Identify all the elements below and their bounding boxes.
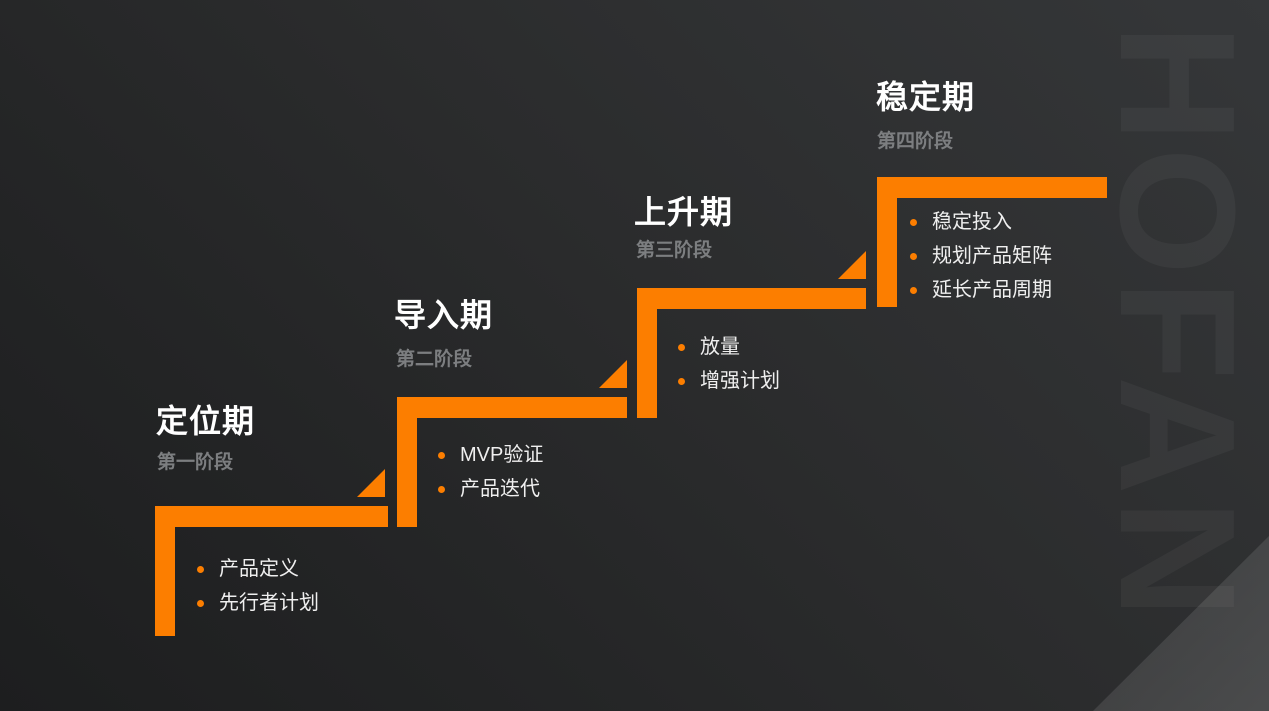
stage-1-bullet-list: 产品定义 先行者计划 <box>197 552 319 620</box>
stage-3-bullet-list: 放量 增强计划 <box>678 330 780 398</box>
list-item: 先行者计划 <box>197 586 319 620</box>
stage-1-step-bar <box>155 506 388 527</box>
stage-4-step-bar <box>877 177 1107 198</box>
stage-2-title: 导入期 <box>394 297 494 333</box>
bullet-text: 产品定义 <box>219 558 299 580</box>
bullet-dot-icon <box>197 599 204 607</box>
stage-1-subtitle: 第一阶段 <box>157 452 234 473</box>
list-item: 延长产品周期 <box>910 273 1052 307</box>
bullet-text: MVP验证 <box>460 444 544 466</box>
bullet-dot-icon <box>678 377 685 385</box>
stage-3-subtitle: 第三阶段 <box>636 240 713 261</box>
bullet-dot-icon <box>910 218 917 226</box>
stage-4-bullet-list: 稳定投入 规划产品矩阵 延长产品周期 <box>910 205 1052 307</box>
bullet-dot-icon <box>438 451 445 459</box>
bullet-dot-icon <box>197 565 204 573</box>
list-item: 规划产品矩阵 <box>910 239 1052 273</box>
bullet-text: 延长产品周期 <box>932 279 1052 301</box>
bullet-text: 产品迭代 <box>460 478 540 500</box>
stage-1-title: 定位期 <box>156 403 256 439</box>
stage-2-step-bar <box>397 397 627 418</box>
bullet-dot-icon <box>438 485 445 493</box>
stage-3-step-riser <box>637 288 657 418</box>
list-item: 稳定投入 <box>910 205 1052 239</box>
list-item: 产品迭代 <box>438 472 543 506</box>
bullet-dot-icon <box>910 286 917 294</box>
bullet-text: 规划产品矩阵 <box>932 245 1052 267</box>
stage-4-subtitle: 第四阶段 <box>877 131 954 152</box>
stage-2-bullet-list: MVP验证 产品迭代 <box>438 438 543 506</box>
stage-2-subtitle: 第二阶段 <box>396 349 473 370</box>
stage-4-step-riser <box>877 177 897 307</box>
bullet-dot-icon <box>678 343 685 351</box>
stage-1-step-riser <box>155 506 175 636</box>
bullet-text: 增强计划 <box>700 370 780 392</box>
list-item: 增强计划 <box>678 364 780 398</box>
list-item: 放量 <box>678 330 780 364</box>
bullet-text: 放量 <box>700 336 740 358</box>
stage-4-title: 稳定期 <box>876 79 976 115</box>
stage-3-title: 上升期 <box>634 194 734 230</box>
list-item: 产品定义 <box>197 552 319 586</box>
bullet-text: 先行者计划 <box>219 592 319 614</box>
stage-2-step-riser <box>397 397 417 527</box>
list-item: MVP验证 <box>438 438 543 472</box>
bullet-text: 稳定投入 <box>932 211 1012 233</box>
bullet-dot-icon <box>910 252 917 260</box>
stage-3-step-bar <box>637 288 866 309</box>
